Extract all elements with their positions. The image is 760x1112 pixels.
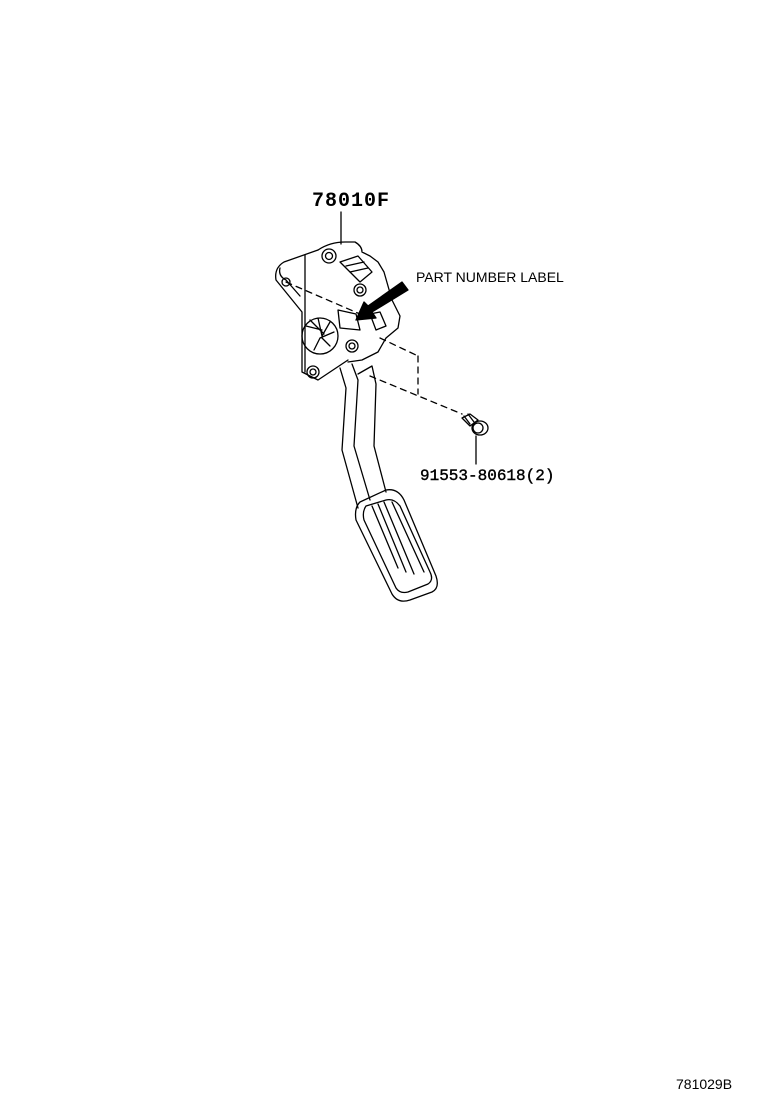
alignment-dashes bbox=[285, 281, 463, 415]
illustration-id: 781029B bbox=[676, 1076, 733, 1092]
pedal-arm bbox=[339, 363, 387, 509]
part-number-label-annotation: PART NUMBER LABEL bbox=[416, 269, 564, 285]
mounting-bracket bbox=[275, 249, 349, 381]
bolt bbox=[461, 413, 489, 465]
bolt-part-number[interactable]: 91553-80618(2) bbox=[420, 467, 555, 485]
main-part-number[interactable]: 78010F bbox=[312, 190, 391, 213]
pedal-pad bbox=[354, 489, 438, 602]
label-pointer-arrow bbox=[355, 281, 409, 321]
sensor-housing bbox=[301, 241, 401, 379]
